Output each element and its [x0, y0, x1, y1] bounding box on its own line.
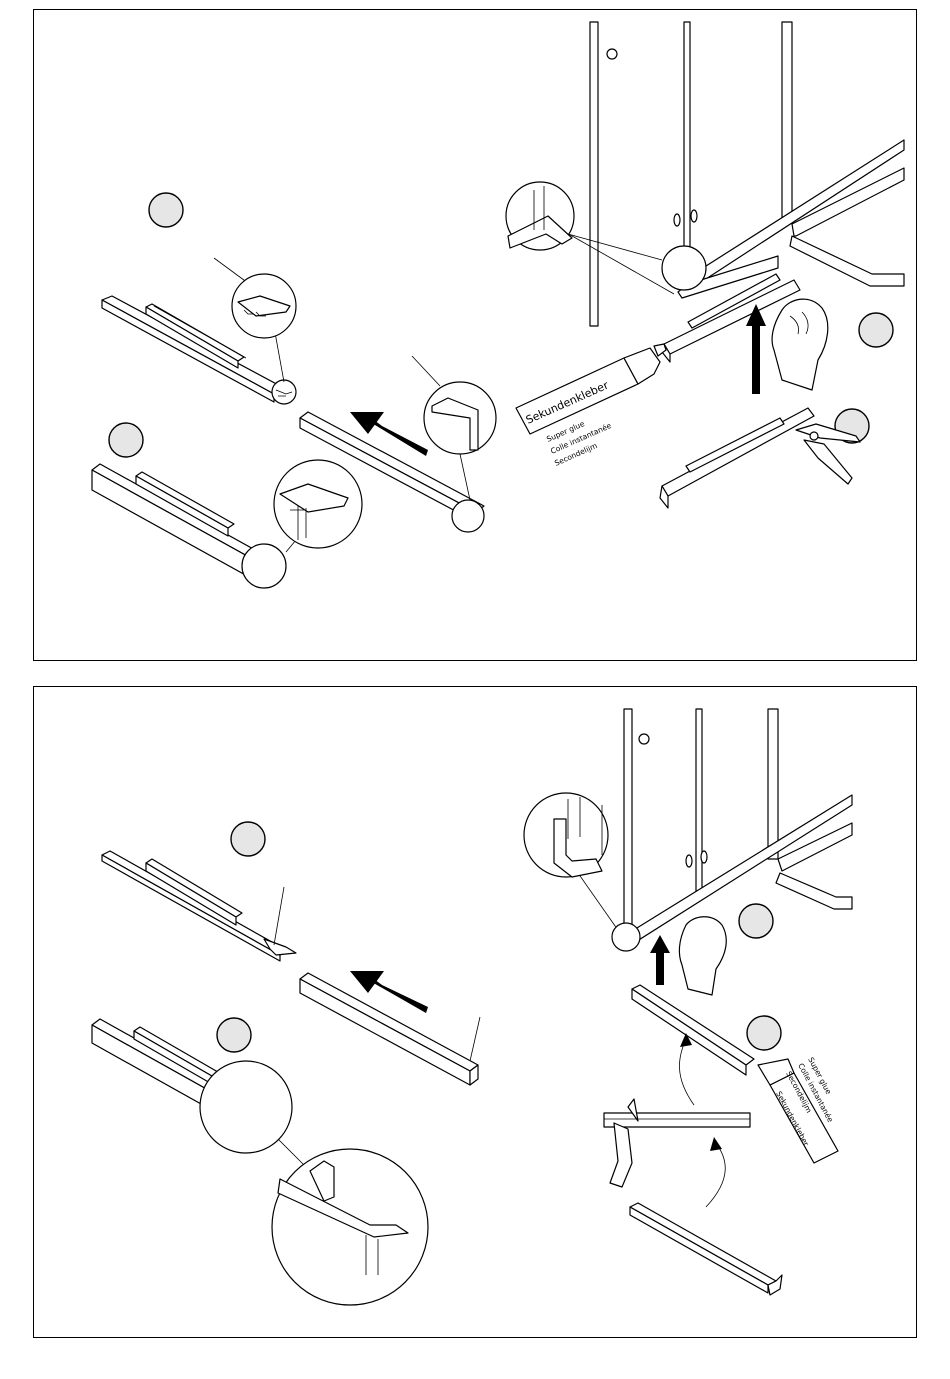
- glue-tube: Sekundenkleber Super glue Colle instanta…: [516, 344, 666, 468]
- seal-profile-bottom: [630, 1203, 782, 1295]
- seal-profile-glued: [632, 985, 754, 1075]
- zoom-detail-large: [272, 1149, 428, 1305]
- zoom-detail-3: [424, 382, 496, 454]
- seal-profile-cut: [660, 408, 814, 508]
- arrow-up: [746, 304, 766, 394]
- zoom-circle-center: [452, 500, 484, 532]
- zoom-circle-medium: [242, 544, 286, 588]
- seal-profile-2: [92, 464, 286, 588]
- shower-door: [590, 22, 904, 326]
- curved-arrow-2: [706, 1143, 725, 1207]
- instruction-panel-bottom: Super glue Colle instantanée Secondelijm…: [33, 686, 917, 1338]
- step-bubble-1: [231, 822, 265, 856]
- hand-icon: [772, 299, 828, 390]
- door-knob: [607, 49, 617, 59]
- step-bubble-3: [859, 313, 893, 347]
- seal-profile-1: [102, 851, 296, 961]
- arrow-head: [350, 412, 384, 434]
- step-bubble-2: [109, 423, 143, 457]
- step-bubble-3: [739, 904, 773, 938]
- step-bubble-1: [149, 193, 183, 227]
- instruction-panel-top: Sekundenkleber Super glue Colle instanta…: [33, 9, 917, 661]
- pliers-icon: [610, 1099, 638, 1187]
- seal-profile-cut: [604, 1113, 750, 1127]
- arrow-head: [350, 971, 384, 993]
- hand-icon: [679, 917, 726, 995]
- arrow-up: [650, 935, 670, 985]
- curved-arrow-1: [679, 1039, 694, 1105]
- zoom-circle-small: [272, 380, 296, 404]
- top-illustration: Sekundenkleber Super glue Colle instanta…: [34, 10, 918, 662]
- bottom-illustration: Super glue Colle instantanée Secondelijm…: [34, 687, 918, 1339]
- glue-tube: Super glue Colle instantanée Secondelijm…: [758, 1056, 838, 1163]
- step-bubble-4: [747, 1016, 781, 1050]
- zoom-circle-door: [662, 246, 706, 290]
- zoom-circle-door: [612, 923, 640, 951]
- shower-door: [624, 709, 852, 943]
- step-bubble-2: [217, 1018, 251, 1052]
